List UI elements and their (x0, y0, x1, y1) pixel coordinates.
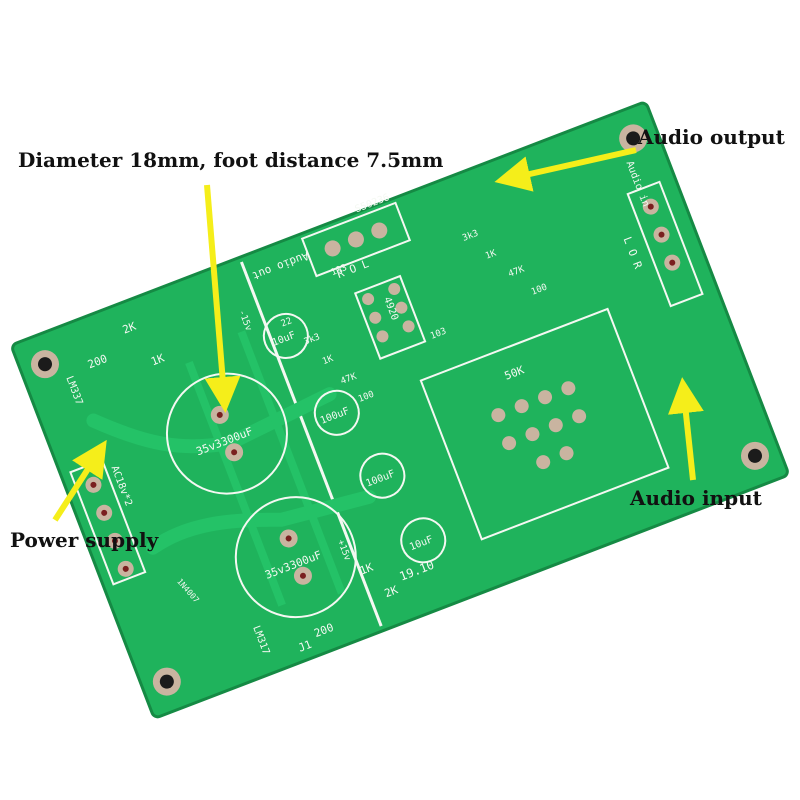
silk-1k-mid: 1K (321, 354, 335, 367)
pcb-board: S50236 Audio out R O L Audio in L O R AC… (11, 101, 789, 719)
cap-outline-2 (234, 496, 357, 619)
pad-array (85, 198, 681, 585)
caption-audio-input: Audio input (630, 486, 762, 510)
caption-power-supply: Power supply (10, 528, 159, 552)
silk-2k-bottom: 2K (383, 583, 400, 600)
silk-1k-right: 1K (484, 248, 498, 261)
caption-audio-output: Audio output (638, 125, 785, 149)
caption-diameter: Diameter 18mm, foot distance 7.5mm (18, 148, 444, 172)
silk-1k-bottom: 1K (358, 561, 375, 578)
arrow-audio-out (494, 147, 637, 192)
arrow-diameter (204, 184, 241, 413)
callout-arrows (52, 147, 704, 522)
arrow-power (52, 439, 107, 522)
silk-j1: J1 (296, 638, 313, 655)
arrow-audio-in (667, 377, 704, 481)
silk-2k-top: 2K (121, 319, 138, 336)
silk-1k-top: 1K (149, 351, 166, 368)
silk-r22: 22 (280, 316, 294, 329)
